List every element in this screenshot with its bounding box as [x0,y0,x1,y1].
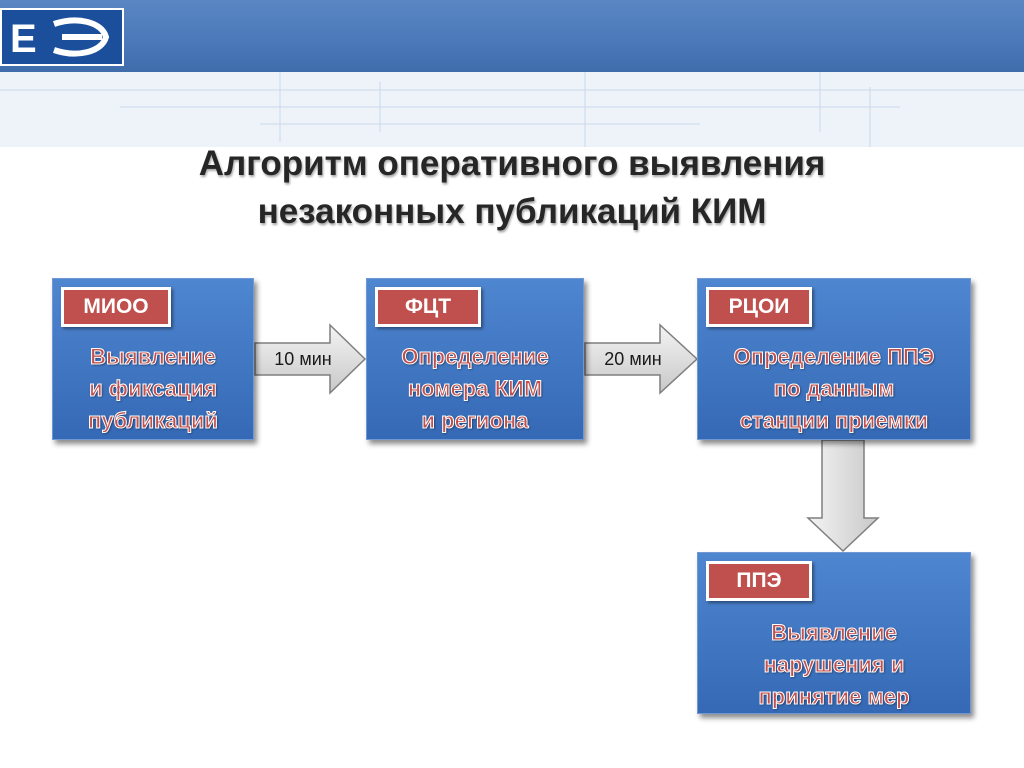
arrow-label-2: 20 мин [604,349,662,369]
title-line-1: Алгоритм оперативного выявления [198,144,826,183]
step-text-line: Определение [401,344,549,370]
decorative-lines [0,72,1024,147]
step-box-ppe: ППЭ Выявление нарушения и принятие мер [697,552,971,714]
arrow-label-1: 10 мин [274,349,332,369]
step-text-line: публикаций [88,408,219,434]
step-text: Выявление нарушения и принятие мер [698,617,970,713]
step-text: Определение ППЭ по данным станции приемк… [698,341,970,437]
step-tag: ППЭ [706,561,812,601]
svg-text:Е: Е [10,17,37,61]
logo-icon: Е [10,17,110,61]
step-text-line: принятие мер [758,684,910,710]
logo: Е [0,8,124,66]
step-box-fct: ФЦТ Определение номера КИМ и региона [366,278,584,440]
step-text-line: по данным [773,376,895,402]
step-text-line: и региона [421,408,529,434]
arrow-down [806,439,880,553]
step-box-rcoi: РЦОИ Определение ППЭ по данным станции п… [697,278,971,440]
step-tag: МИОО [61,287,171,327]
step-text-line: Выявление [771,620,898,646]
arrow-right-1 [254,323,367,395]
step-text-line: станции приемки [739,408,929,434]
step-text-line: Выявление [90,344,217,370]
step-text-line: и фиксация [89,376,218,402]
page-title: Алгоритм оперативного выявления незаконн… [0,140,1024,236]
arrow-right-2 [584,323,699,395]
step-text: Выявление и фиксация публикаций [53,341,253,437]
step-tag: РЦОИ [706,287,812,327]
step-box-mioo: МИОО Выявление и фиксация публикаций [52,278,254,440]
step-text: Определение номера КИМ и региона [367,341,583,437]
step-text-line: номера КИМ [407,376,543,402]
step-text-line: Определение ППЭ [733,344,935,370]
title-line-2: незаконных публикаций КИМ [257,192,767,231]
step-tag: ФЦТ [375,287,481,327]
header-band: Е [0,0,1024,74]
step-text-line: нарушения и [763,652,905,678]
